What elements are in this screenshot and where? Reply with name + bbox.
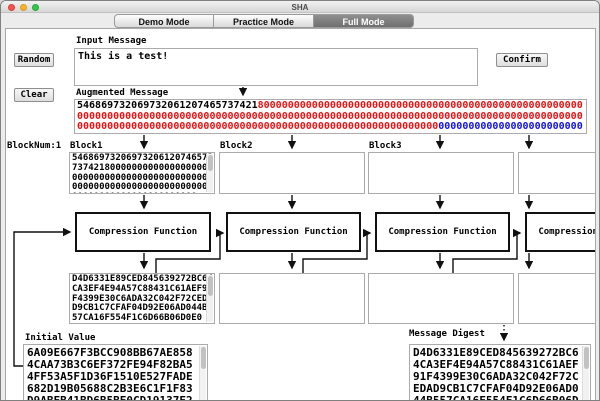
augmented-padding-hex: 8000000000000000000000000000000000000000… bbox=[77, 100, 583, 133]
initial-value-textarea[interactable]: 6A09E667F3BCC908BB67AE8584CAA73B3C6EF372… bbox=[23, 344, 208, 400]
tab-full-mode[interactable]: Full Mode bbox=[314, 14, 414, 28]
input-message-label: Input Message bbox=[76, 36, 147, 46]
title-bar: SHA bbox=[1, 1, 599, 13]
intermediate-hash1-textarea[interactable]: D4D6331E89CED845639272BC64CA3EF4E94A57C8… bbox=[69, 273, 215, 324]
initial-value-scrollbar[interactable] bbox=[199, 346, 206, 400]
block1-label: Block1 bbox=[70, 141, 103, 151]
block1-value: 5468697320697320612074657373742180000000… bbox=[72, 153, 213, 193]
clear-button[interactable]: Clear bbox=[14, 88, 54, 102]
compression-function-box-2: Compression Function bbox=[226, 212, 361, 252]
augmented-message-value: 5468697320697320612074657374218000000000… bbox=[77, 100, 583, 133]
initial-value-label: Initial Value bbox=[25, 333, 96, 343]
minimize-button[interactable] bbox=[20, 4, 27, 11]
intermediate-hash1-scrollbar-thumb[interactable] bbox=[208, 276, 213, 296]
block1-scrollbar-thumb[interactable] bbox=[208, 155, 213, 171]
augmented-length-hex: 000000000000000000000000 bbox=[438, 121, 583, 133]
block2-textarea[interactable] bbox=[219, 152, 365, 194]
window-title: SHA bbox=[291, 3, 309, 12]
close-button[interactable] bbox=[8, 4, 15, 11]
zoom-button[interactable] bbox=[32, 4, 39, 11]
compression-function-box-4: Compression Function bbox=[525, 212, 596, 252]
intermediate-hash1-value: D4D6331E89CED845639272BC64CA3EF4E94A57C8… bbox=[72, 274, 213, 324]
compression-function-label: Compression Function bbox=[88, 227, 198, 237]
compression-function-label: Compression Function bbox=[239, 227, 348, 237]
compression-function-box-3: Compression Function bbox=[375, 212, 510, 252]
mode-tab-bar: Demo Mode Practice Mode Full Mode bbox=[114, 14, 414, 28]
confirm-button[interactable]: Confirm bbox=[496, 53, 548, 67]
block1-textarea[interactable]: 5468697320697320612074657373742180000000… bbox=[69, 152, 215, 194]
compression-function-label: Compression Function bbox=[538, 227, 596, 237]
message-digest-scrollbar[interactable] bbox=[582, 346, 589, 400]
block3-label: Block3 bbox=[369, 141, 402, 151]
initial-value-scrollbar-thumb[interactable] bbox=[201, 347, 206, 369]
augmented-message-textarea[interactable]: 5468697320697320612074657374218000000000… bbox=[74, 99, 587, 134]
content-panel: Input Message Random This is a test! Con… bbox=[5, 28, 596, 400]
message-digest-textarea[interactable]: D4D6331E89CED845639272BC64CA3EF4E94A57C8… bbox=[409, 344, 591, 400]
tab-practice-mode[interactable]: Practice Mode bbox=[214, 14, 314, 28]
compression-function-box-1: Compression Function bbox=[75, 212, 211, 252]
intermediate-hash2-textarea[interactable] bbox=[219, 273, 365, 324]
message-digest-hex: D4D6331E89CED845639272BC64CA3EF4E94A57C8… bbox=[413, 346, 579, 401]
message-digest-label: Message Digest bbox=[409, 329, 485, 339]
intermediate-hash3-textarea[interactable] bbox=[368, 273, 514, 324]
initial-value-hex: 6A09E667F3BCC908BB67AE8584CAA73B3C6EF372… bbox=[27, 346, 193, 401]
compression-function-label: Compression Function bbox=[388, 227, 497, 237]
block3-textarea[interactable] bbox=[368, 152, 514, 194]
message-digest-scrollbar-thumb[interactable] bbox=[584, 347, 589, 369]
blocknum-label: BlockNum:1 bbox=[7, 141, 62, 151]
block2-label: Block2 bbox=[220, 141, 253, 151]
augmented-message-hex: 546869732069732061207465737421 bbox=[77, 100, 258, 111]
block1-scrollbar[interactable] bbox=[206, 154, 213, 192]
input-message-textarea[interactable]: This is a test! bbox=[74, 48, 478, 86]
augmented-message-label: Augmented Message bbox=[76, 88, 169, 98]
input-message-value: This is a test! bbox=[78, 51, 169, 62]
intermediate-hash4-textarea[interactable] bbox=[518, 273, 595, 324]
tab-demo-mode[interactable]: Demo Mode bbox=[114, 14, 214, 28]
intermediate-hash1-scrollbar[interactable] bbox=[206, 275, 213, 322]
random-button[interactable]: Random bbox=[14, 53, 54, 67]
block4-textarea[interactable] bbox=[518, 152, 595, 194]
